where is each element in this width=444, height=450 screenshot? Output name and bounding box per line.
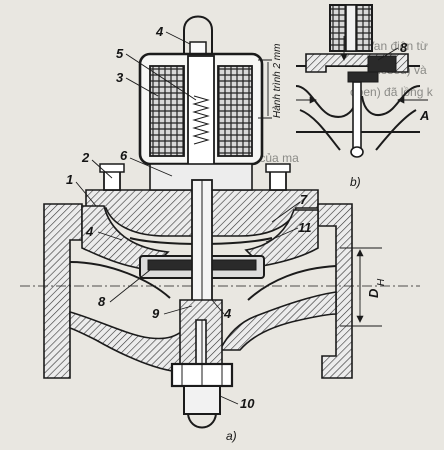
manual-adjuster [183,385,221,415]
part-label-4-left: 4 [85,224,94,239]
part-label-1: 1 [66,172,73,187]
detail-flow-label: A [419,108,429,123]
part-label-4-top: 4 [155,24,164,39]
top-cap [183,15,213,56]
part-label-6: 6 [120,148,128,163]
part-label-4-lower: 4 [223,306,232,321]
coil-winding-left [149,65,185,157]
part-label-7: 7 [300,192,308,207]
caption-b: b) [350,175,361,189]
detail-stem [352,81,362,153]
part-label-11: 11 [298,220,312,235]
inlet-flange-left [43,203,83,379]
detail-part-label: 8 [400,40,408,55]
dimension-label: D [366,288,381,298]
detail-view-b: A 8 b) [295,4,429,189]
main-view-a: Hành trình 2 mm [20,15,420,443]
stroke-note: Hành trình 2 mm [272,44,283,118]
part-label-3: 3 [116,70,124,85]
part-label-8: 8 [98,294,106,309]
coil-winding-right [217,65,253,157]
adjuster-tip [187,413,217,429]
detail-diaphragm [347,71,379,83]
outlet-flange-right [317,203,353,379]
caption-a: a) [226,429,237,443]
part-label-9: 9 [152,306,160,321]
dimension-subscript: H [376,278,387,286]
part-label-5: 5 [116,46,124,61]
upper-body-wall [81,205,170,271]
part-label-2: 2 [81,150,90,165]
svg-text:. Van điện từ: . Van điện từ [360,39,428,53]
lower-body-wall [69,310,185,373]
part-label-10: 10 [240,396,255,411]
spring [192,95,210,145]
